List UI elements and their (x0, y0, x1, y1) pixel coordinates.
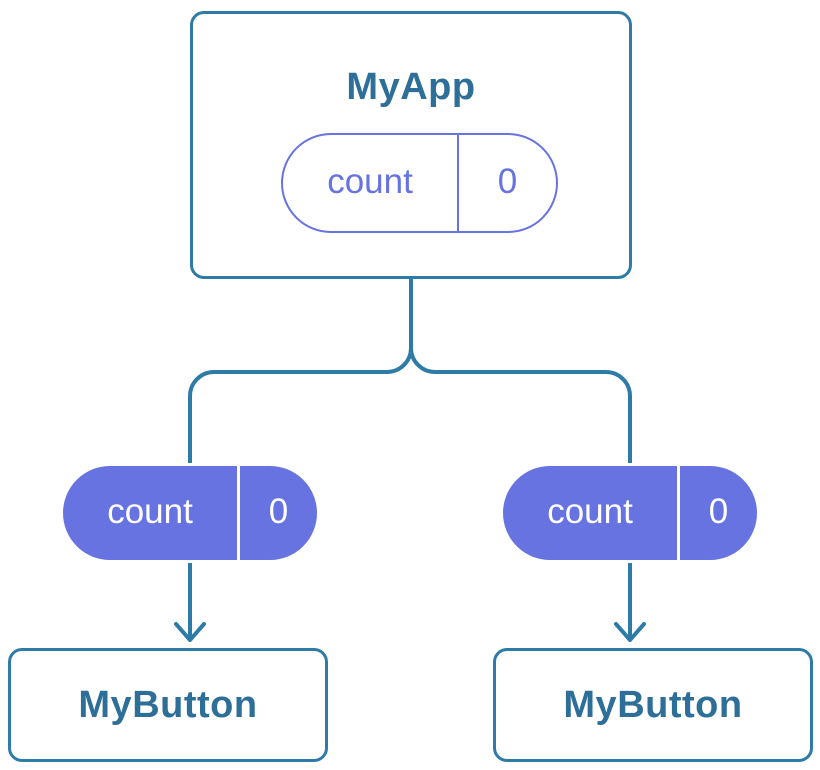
prop-pill-right: count 0 (500, 463, 760, 563)
state-pill-label: count (327, 162, 413, 201)
node-mybutton-right: MyButton (493, 648, 813, 762)
prop-pill-right-divider (677, 466, 680, 560)
node-mybutton-right-title: MyButton (563, 683, 743, 726)
node-myapp-title: MyApp (346, 66, 476, 108)
prop-pill-left-value: 0 (268, 492, 289, 531)
left-arrowhead-icon (174, 622, 206, 642)
state-pill: count 0 (281, 133, 558, 233)
right-branch-line (409, 347, 632, 637)
node-myapp: MyApp count 0 (190, 11, 632, 279)
node-mybutton-left: MyButton (8, 648, 328, 762)
left-branch-line (188, 347, 413, 637)
prop-pill-left-label: count (107, 492, 193, 531)
state-pill-divider (457, 135, 459, 231)
prop-pill-left-divider (237, 466, 240, 560)
prop-pill-right-value: 0 (708, 492, 729, 531)
node-mybutton-left-title: MyButton (78, 683, 258, 726)
prop-pill-right-label: count (547, 492, 633, 531)
prop-pill-left: count 0 (60, 463, 320, 563)
state-pill-value: 0 (497, 162, 518, 201)
right-arrowhead-icon (614, 622, 646, 642)
